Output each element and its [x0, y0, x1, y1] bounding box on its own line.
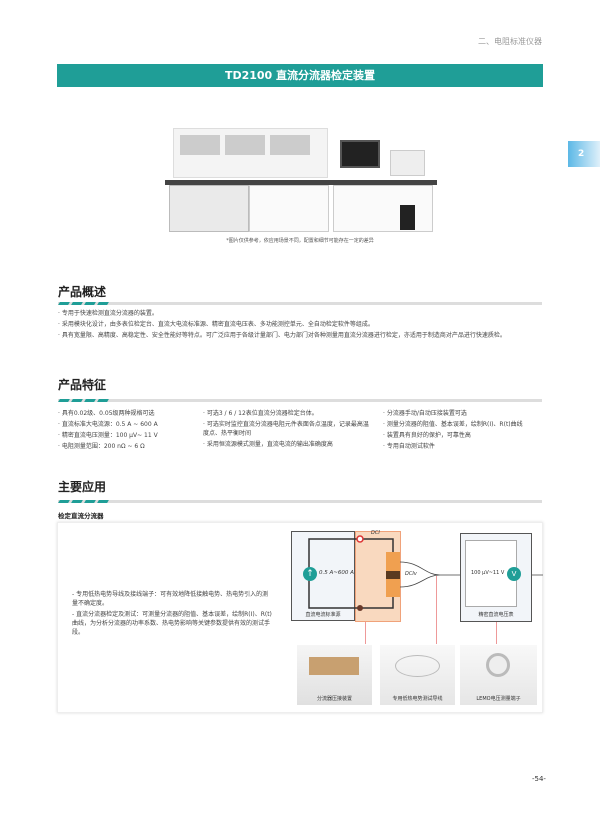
current-label: DCI — [371, 530, 380, 536]
circuit-lines — [308, 535, 543, 611]
meter-range: 100 μV~11 V — [471, 570, 505, 576]
chapter-label: 二、电阻标准仪器 — [478, 37, 542, 46]
list-item: · 可选3 / 6 / 12表位直流分流器检定台体。 — [203, 410, 318, 417]
section-divider — [58, 500, 542, 503]
section-heading-overview: 产品概述 — [58, 285, 107, 299]
section-heading-features: 产品特征 — [58, 378, 107, 392]
photo-test-lead: 专用低热电势测试导线 — [380, 645, 455, 705]
list-item: · 直流标准大电流源：0.5 A ~ 600 A — [58, 421, 158, 428]
application-panel — [57, 522, 543, 713]
page-number: -54- — [532, 775, 546, 783]
section-divider — [58, 302, 542, 305]
photo-lemo-terminal: LEMO电压测量端子 — [460, 645, 537, 705]
list-item: · 具有0.02级、0.05级两种规格可选 — [58, 410, 155, 417]
list-item: · 采用恒流源模式测量，直流电流的输出准确度高 — [203, 441, 333, 448]
section-heading-applications: 主要应用 — [58, 480, 107, 494]
list-item: · 测量分流器的阻值、基本误差，绘制R(I)、R(t)曲线 — [383, 421, 523, 428]
product-image — [165, 120, 440, 232]
features-column: · 可选3 / 6 / 12表位直流分流器检定台体。 · 可选实时监控直流分流器… — [203, 409, 373, 449]
chapter-tab[interactable]: 2 — [568, 141, 600, 167]
voltmeter-icon: V — [507, 567, 521, 581]
image-caption: *图片仅供参考，依应用场景不同，配置和细节可能存在一定的差异 — [226, 238, 374, 244]
features-column: · 具有0.02级、0.05级两种规格可选 · 直流标准大电流源：0.5 A ~… — [58, 409, 198, 451]
list-item: - 专用低热电势导线及接线端子：可有效地降低接触电势、热电势引入的测量不确定度。 — [72, 591, 269, 607]
wiring-diagram: ↑ 0.5 A~600 A DCI DCIv 直流电流标准源 100 μV~11… — [285, 525, 545, 710]
section-divider — [58, 399, 542, 402]
photo-clamp-device: 分流器压接装置 — [297, 645, 372, 705]
photo-caption: 分流器压接装置 — [316, 696, 352, 702]
photo-caption: 专用低热电势测试导线 — [392, 696, 443, 702]
source-range: 0.5 A~600 A — [319, 570, 354, 576]
overview-list: · 专用于快速检测直流分流器的装置。 · 采用模块化设计，由多表位检定台、直流大… — [58, 309, 542, 340]
photo-caption: LEMO电压测量端子 — [476, 696, 521, 702]
source-label: 直流电流标准源 — [305, 612, 341, 618]
meter-label: 精密直流电压表 — [478, 612, 514, 618]
application-list: - 专用低热电势导线及接线端子：可有效地降低接触电势、热电势引入的测量不确定度。… — [72, 590, 272, 637]
list-item: - 直流分流器检定及测试：可测量分流器的阻值、基本误差，绘制R(I)、R(t)曲… — [72, 611, 272, 636]
list-item: · 分流器手动/自动压接装置可选 — [383, 410, 467, 417]
voltage-label: DCIv — [405, 571, 417, 577]
application-subheading: 检定直流分流器 — [58, 512, 104, 520]
features-column: · 分流器手动/自动压接装置可选 · 测量分流器的阻值、基本误差，绘制R(I)、… — [383, 409, 545, 451]
current-source-icon: ↑ — [303, 567, 317, 581]
page-title: TD2100 直流分流器检定装置 — [57, 64, 543, 87]
list-item: · 具有宽量限、高精度、高稳定性、安全性能好等特点。可广泛应用于各级计量部门、电… — [58, 332, 506, 339]
list-item: · 电阻测量范围：200 nΩ ~ 6 Ω — [58, 443, 145, 450]
list-item: · 专用于快速检测直流分流器的装置。 — [58, 310, 158, 317]
list-item: · 专用自动测试软件 — [383, 443, 435, 450]
list-item: · 装置具有良好的保护，可靠性高 — [383, 432, 471, 439]
list-item: · 可选实时监控直流分流器电阻元件表面各点温度，记录最高温度点、热平衡时间 — [203, 421, 369, 437]
list-item: · 采用模块化设计，由多表位检定台、直流大电流标准源、精密直流电压表、多功能测控… — [58, 321, 374, 328]
list-item: · 精密直流电压测量：100 μV~ 11 V — [58, 432, 158, 439]
